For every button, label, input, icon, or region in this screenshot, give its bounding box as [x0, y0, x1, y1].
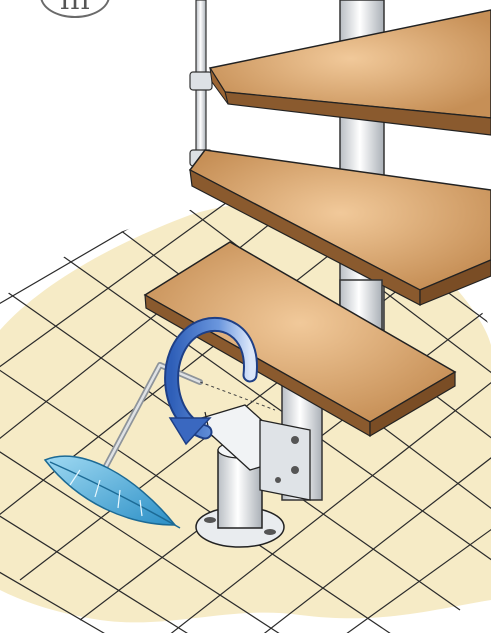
step-number-label: III [60, 0, 91, 14]
